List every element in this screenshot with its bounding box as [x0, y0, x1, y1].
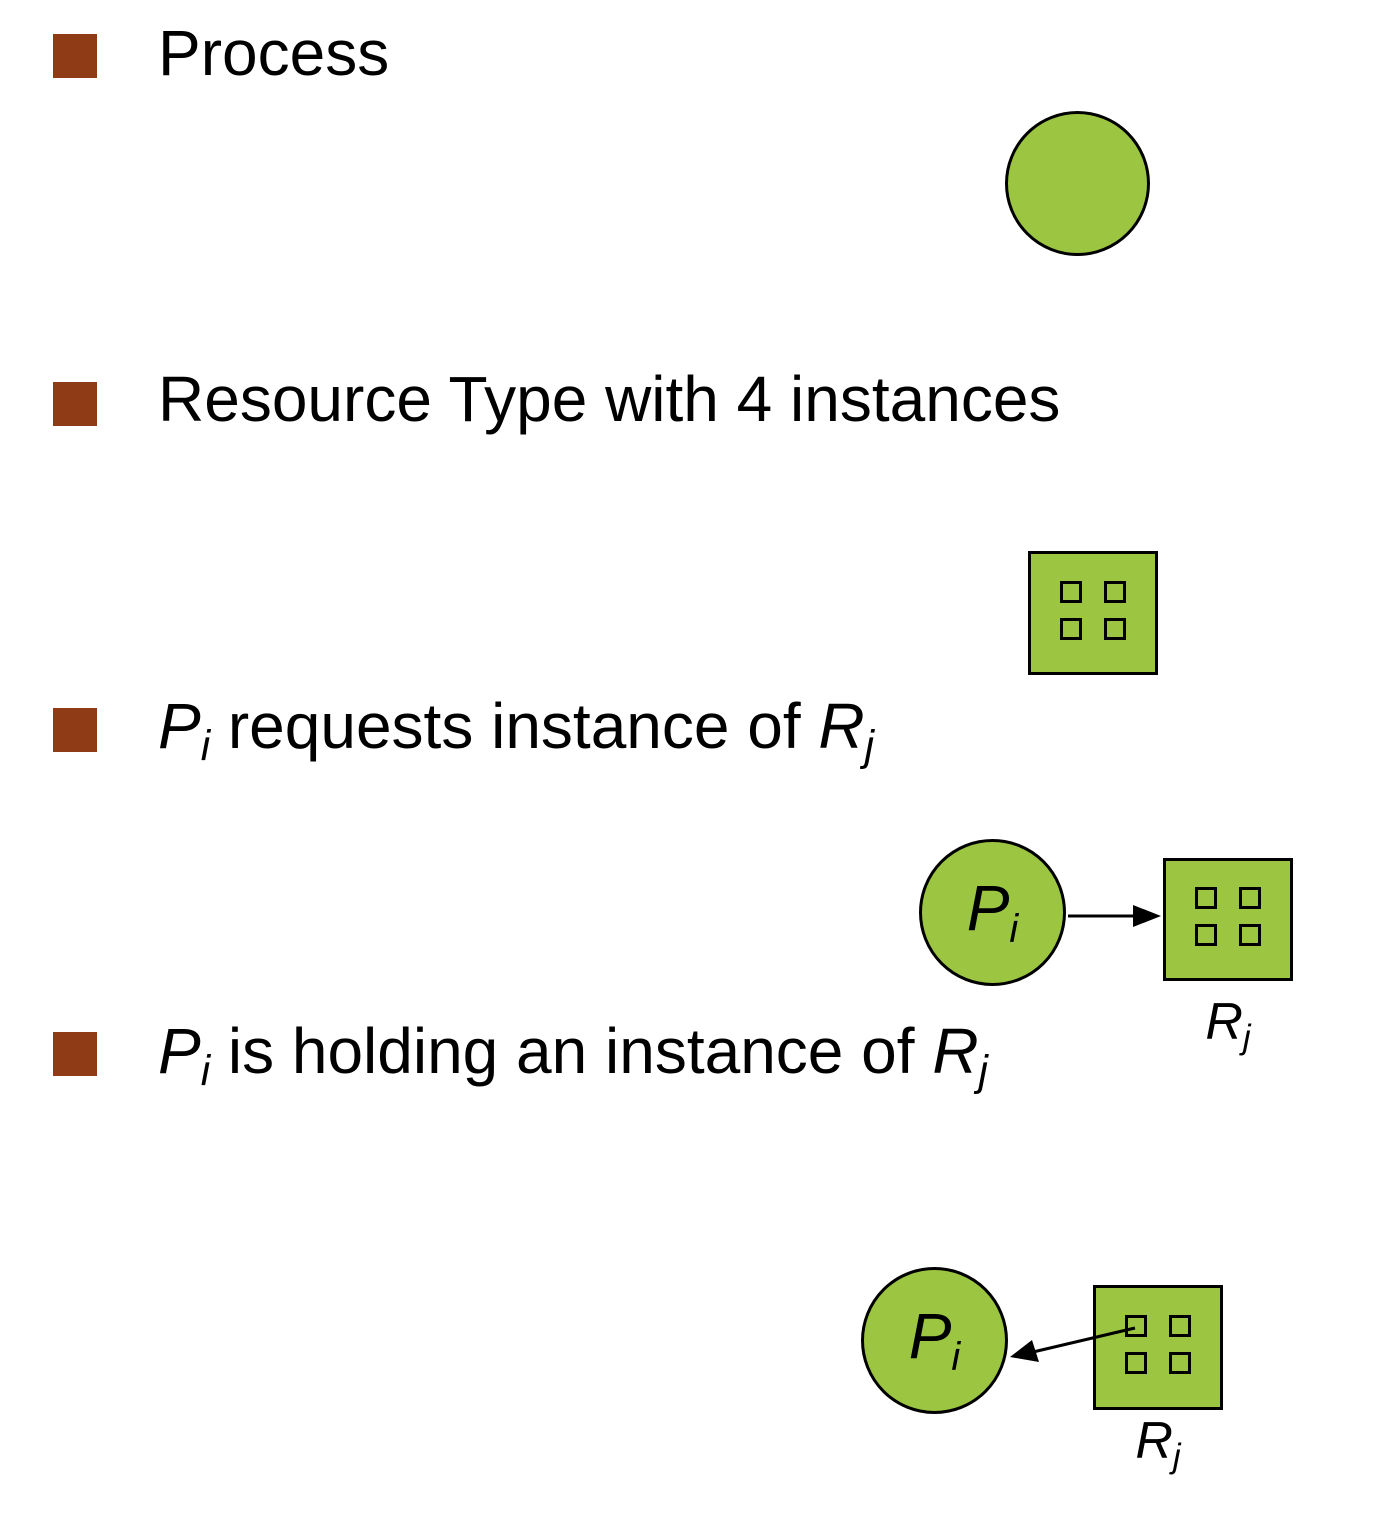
resource-instance-slot: [1239, 887, 1261, 909]
var-r-subscript: j: [864, 721, 875, 769]
bullet-text-resource-type: Resource Type with 4 instances: [158, 367, 1060, 431]
resource-instance-slot: [1125, 1315, 1147, 1337]
bullet-square-icon: [53, 382, 97, 426]
resource-node-rj-request: [1163, 858, 1293, 981]
resource-instance-slot: [1195, 887, 1217, 909]
bullet-text-holding: Pi is holding an instance of Rj: [158, 1019, 988, 1103]
resource-node-example: [1028, 551, 1158, 675]
resource-caption-subscript: j: [1172, 1437, 1181, 1476]
process-node-label-subscript: i: [1009, 906, 1019, 951]
bullet-text-process-label: Process: [158, 17, 390, 89]
process-node-label: Pi: [967, 876, 1019, 950]
resource-caption-main: R: [1205, 993, 1243, 1051]
process-node-label-main: P: [966, 871, 1010, 944]
process-node-pi-request: Pi: [919, 839, 1066, 986]
process-node-label-subscript: i: [951, 1334, 961, 1379]
resource-node-caption: Rj: [1163, 996, 1293, 1064]
bullet-square-icon: [53, 708, 97, 752]
resource-instance-slot: [1104, 580, 1126, 603]
resource-node-rj-holding: [1093, 1285, 1223, 1410]
bullet-text-resource-type-label: Resource Type with 4 instances: [158, 363, 1061, 435]
resource-instance-slot: [1104, 617, 1126, 640]
request-edge-arrow: [1068, 905, 1161, 927]
resource-instance-grid: [1096, 1285, 1220, 1404]
resource-instance-slot: [1060, 580, 1082, 603]
var-r: R: [818, 690, 865, 762]
var-r-subscript: j: [978, 1046, 988, 1094]
var-p: P: [158, 1015, 201, 1087]
resource-instance-grid: [1166, 858, 1290, 975]
var-p-subscript: i: [200, 721, 211, 769]
var-r: R: [932, 1015, 979, 1087]
process-node-pi-holding: Pi: [861, 1267, 1008, 1414]
process-node-label: Pi: [909, 1304, 961, 1378]
bullet-text-requests-middle: requests instance of: [210, 690, 819, 762]
resource-instance-slot: [1060, 617, 1082, 640]
var-p-subscript: i: [200, 1046, 211, 1094]
bullet-text-requests: Pi requests instance of Rj: [158, 694, 874, 778]
bullet-square-icon: [53, 34, 97, 78]
resource-node-caption: Rj: [1093, 1415, 1223, 1483]
resource-instance-slot: [1195, 924, 1217, 946]
resource-caption-main: R: [1135, 1412, 1173, 1470]
resource-instance-slot: [1239, 924, 1261, 946]
bullet-square-icon: [53, 1032, 97, 1076]
bullet-text-holding-middle: is holding an instance of: [210, 1015, 933, 1087]
resource-instance-grid: [1031, 551, 1155, 669]
resource-instance-slot: [1169, 1352, 1191, 1374]
resource-instance-slot: [1125, 1352, 1147, 1374]
bullet-text-process: Process: [158, 21, 389, 85]
process-node-label-main: P: [908, 1299, 952, 1372]
resource-caption-subscript: j: [1242, 1018, 1251, 1057]
process-node-example: [1005, 111, 1150, 256]
var-p: P: [158, 690, 201, 762]
resource-instance-slot: [1169, 1315, 1191, 1337]
